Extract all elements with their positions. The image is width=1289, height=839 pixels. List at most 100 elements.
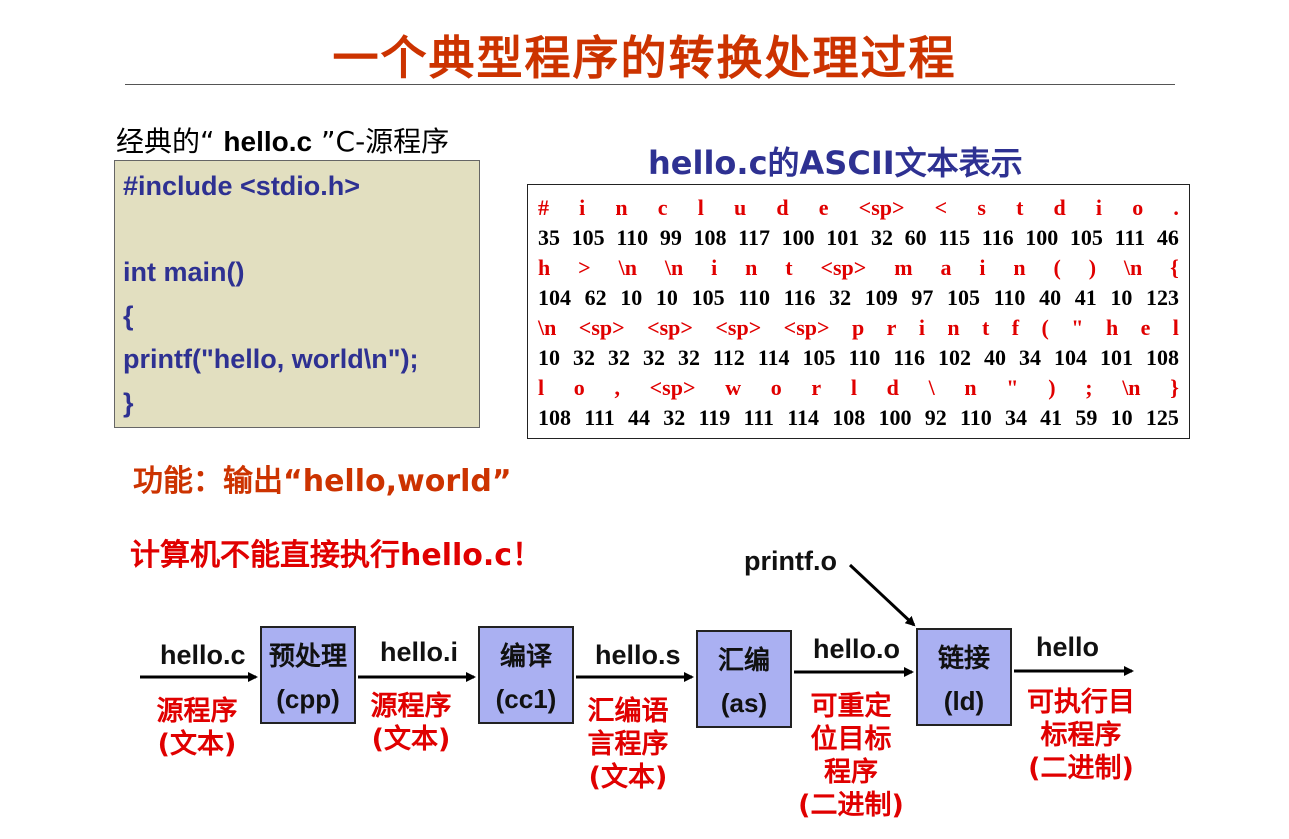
ascii-code: 32	[663, 405, 686, 430]
ascii-code: 110	[738, 285, 770, 310]
ascii-code: 32	[607, 345, 630, 370]
ascii-code: 60	[904, 225, 927, 250]
ascii-code: 46	[1156, 225, 1179, 250]
ascii-char: l	[697, 195, 704, 220]
ascii-code: 115	[938, 225, 971, 250]
ascii-char: m	[894, 255, 913, 280]
ascii-char: n	[964, 375, 977, 400]
ascii-title: hello.c的ASCII文本表示	[648, 144, 1023, 182]
ascii-char: <sp>	[578, 315, 625, 340]
ascii-char: "	[1006, 375, 1019, 400]
ascii-code: 100	[878, 405, 912, 430]
stage-name: 预处理	[268, 642, 347, 672]
source-code-box: #include <stdio.h> int main() { printf("…	[114, 160, 480, 428]
stage-preprocess: 预处理 (cpp)	[260, 626, 356, 724]
ascii-char: e	[1140, 315, 1151, 340]
ascii-code: 111	[743, 405, 775, 430]
desc-line: 可重定	[810, 691, 892, 722]
code-line: #include <stdio.h>	[123, 171, 361, 201]
ascii-code: 101	[826, 225, 860, 250]
warning-text: 计算机不能直接执行hello.c！	[130, 538, 543, 573]
ascii-code: 40	[984, 345, 1007, 370]
ascii-code: 110	[959, 405, 992, 430]
flow-file-name: hello.c	[160, 640, 246, 670]
ascii-char: #	[538, 195, 549, 220]
ascii-code: 116	[893, 345, 926, 370]
ascii-char: )	[1048, 375, 1056, 400]
ascii-char: ;	[1085, 375, 1093, 400]
ascii-char: <sp>	[858, 195, 905, 220]
ascii-code: 123	[1146, 285, 1179, 310]
source-caption-file: hello.c	[223, 126, 313, 157]
source-caption-prefix: 经典的“	[116, 125, 224, 158]
ascii-code: 97	[911, 285, 934, 310]
ascii-code: 117	[738, 225, 770, 250]
flow-file-desc: 可执行目 标程序 (二进制)	[1016, 686, 1146, 785]
ascii-char: (	[1053, 255, 1061, 280]
ascii-char: <sp>	[783, 315, 830, 340]
code-line: int main()	[123, 257, 245, 287]
ascii-code: 41	[1074, 285, 1097, 310]
ascii-char: )	[1088, 255, 1097, 280]
ascii-code: 105	[802, 345, 836, 370]
ascii-char: i	[979, 255, 986, 280]
code-line: }	[123, 388, 134, 418]
ascii-char: o	[770, 375, 782, 400]
desc-line: (文本)	[371, 724, 451, 755]
ascii-code: 108	[1145, 345, 1179, 370]
ascii-code: 104	[1053, 345, 1087, 370]
ascii-char: "	[1071, 315, 1084, 340]
ascii-char: <sp>	[649, 375, 696, 400]
ascii-code: 105	[947, 285, 980, 310]
ascii-code: 10	[655, 285, 678, 310]
ascii-char: r	[886, 315, 897, 340]
ascii-code: 102	[938, 345, 972, 370]
ascii-code: 105	[691, 285, 725, 310]
ascii-char: f	[1011, 315, 1020, 340]
ascii-char: l	[538, 375, 545, 400]
ascii-code: 108	[538, 405, 571, 430]
ascii-char: a	[940, 255, 952, 280]
code-line: {	[123, 301, 134, 331]
ascii-code: 125	[1145, 405, 1179, 430]
desc-line: 可执行目	[1027, 687, 1135, 718]
ascii-char: n	[615, 195, 628, 220]
ascii-code: 100	[781, 225, 815, 250]
desc-line: 汇编语	[587, 696, 669, 727]
ascii-code: 34	[1019, 345, 1041, 370]
ascii-code: 10	[620, 285, 643, 310]
ascii-char: p	[851, 315, 865, 340]
desc-line: 程序	[824, 757, 878, 788]
ascii-code: 32	[829, 285, 852, 310]
ascii-code: 109	[864, 285, 898, 310]
ascii-char: ,	[614, 375, 620, 400]
ascii-char: <sp>	[820, 255, 867, 280]
ascii-char: e	[818, 195, 829, 220]
flow-file-desc: 可重定 位目标 程序 (二进制)	[786, 690, 916, 822]
desc-line: (文本)	[157, 729, 237, 760]
ascii-char: t	[1016, 195, 1024, 220]
desc-line: 源程序	[156, 696, 238, 727]
flow-file-name: hello.o	[813, 634, 900, 664]
ascii-char: d	[886, 375, 899, 400]
stage-compile: 编译 (cc1)	[478, 626, 574, 724]
ascii-code: 105	[1069, 225, 1103, 250]
ascii-code: 99	[659, 225, 682, 250]
ascii-char: d	[776, 195, 789, 220]
ascii-char: <sp>	[647, 315, 693, 340]
stage-name: 编译	[499, 642, 552, 672]
ascii-code: 59	[1075, 405, 1098, 430]
ascii-code: 101	[1099, 345, 1133, 370]
ascii-char: t	[785, 255, 793, 280]
function-description: 功能：输出“hello,world”	[133, 464, 512, 499]
ascii-code: 111	[1114, 225, 1146, 250]
page-title: 一个典型程序的转换处理过程	[332, 31, 957, 85]
ascii-char: \n	[538, 315, 557, 340]
ascii-char: <sp>	[715, 315, 762, 340]
ascii-code: 105	[571, 225, 605, 250]
ascii-code: 44	[628, 405, 651, 430]
ascii-char: r	[811, 375, 822, 400]
